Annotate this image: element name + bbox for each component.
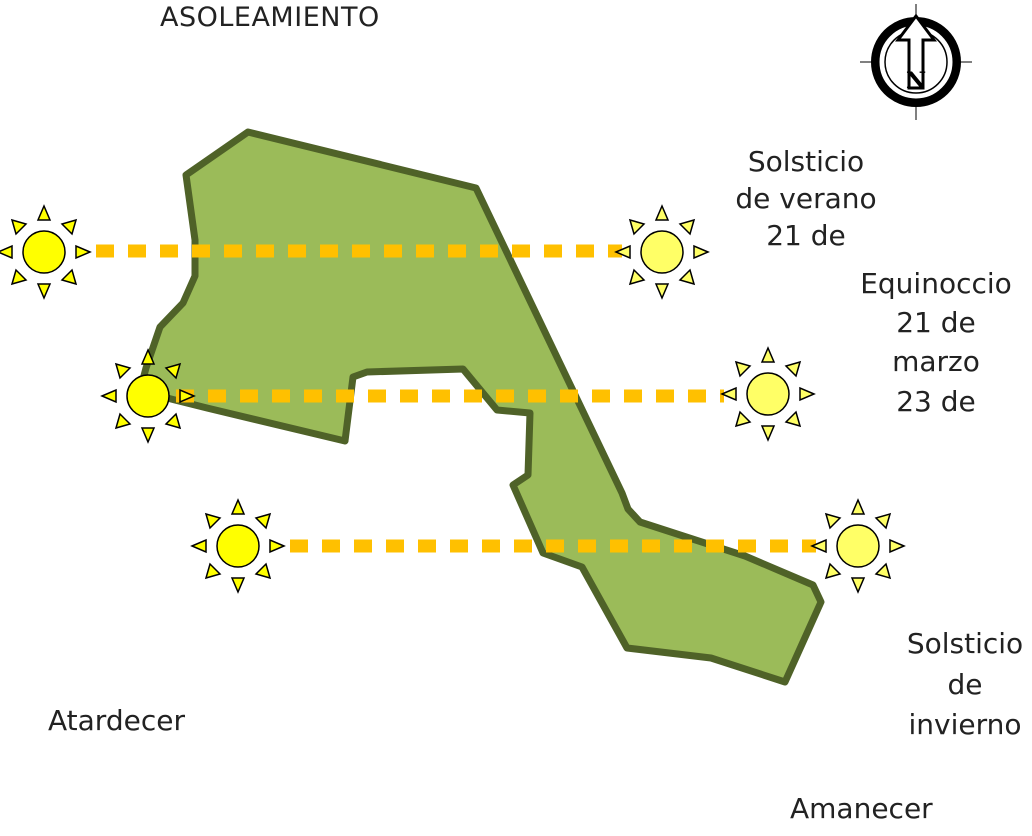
equinox-line-2: 21 de [896,306,976,340]
diagram-title: ASOLEAMIENTO [160,2,380,33]
winter-line-1: Solsticio [906,627,1024,660]
sun-icon [811,499,905,593]
summer-solstice-label: Solsticio de verano 21 de [716,144,896,262]
sun-icon [615,205,709,299]
sun-paths [96,244,816,553]
winter-solstice-label: Solsticio de invierno [898,624,1032,762]
equinox-label: Equinoccio 21 de marzo 23 de [846,264,1026,436]
summer-line-2: de verano [735,181,877,215]
sun-icon [101,349,195,443]
sun-icon [0,205,91,299]
sunrise-label: Amanecer [790,792,933,825]
north-letter: N [906,68,926,94]
sun-icon [721,347,815,441]
winter-line-2: de [947,667,983,701]
winter-line-3: invierno [908,708,1022,742]
sun-icon [191,499,285,593]
equinox-line-3: marzo [892,345,980,379]
summer-line-3: 21 de [766,218,846,252]
equinox-line-1: Equinoccio [860,267,1012,300]
north-arrow-icon: N [860,4,972,120]
equinox-line-4: 23 de [896,384,976,418]
summer-line-1: Solsticio [747,145,865,178]
sunset-label: Atardecer [48,704,185,737]
